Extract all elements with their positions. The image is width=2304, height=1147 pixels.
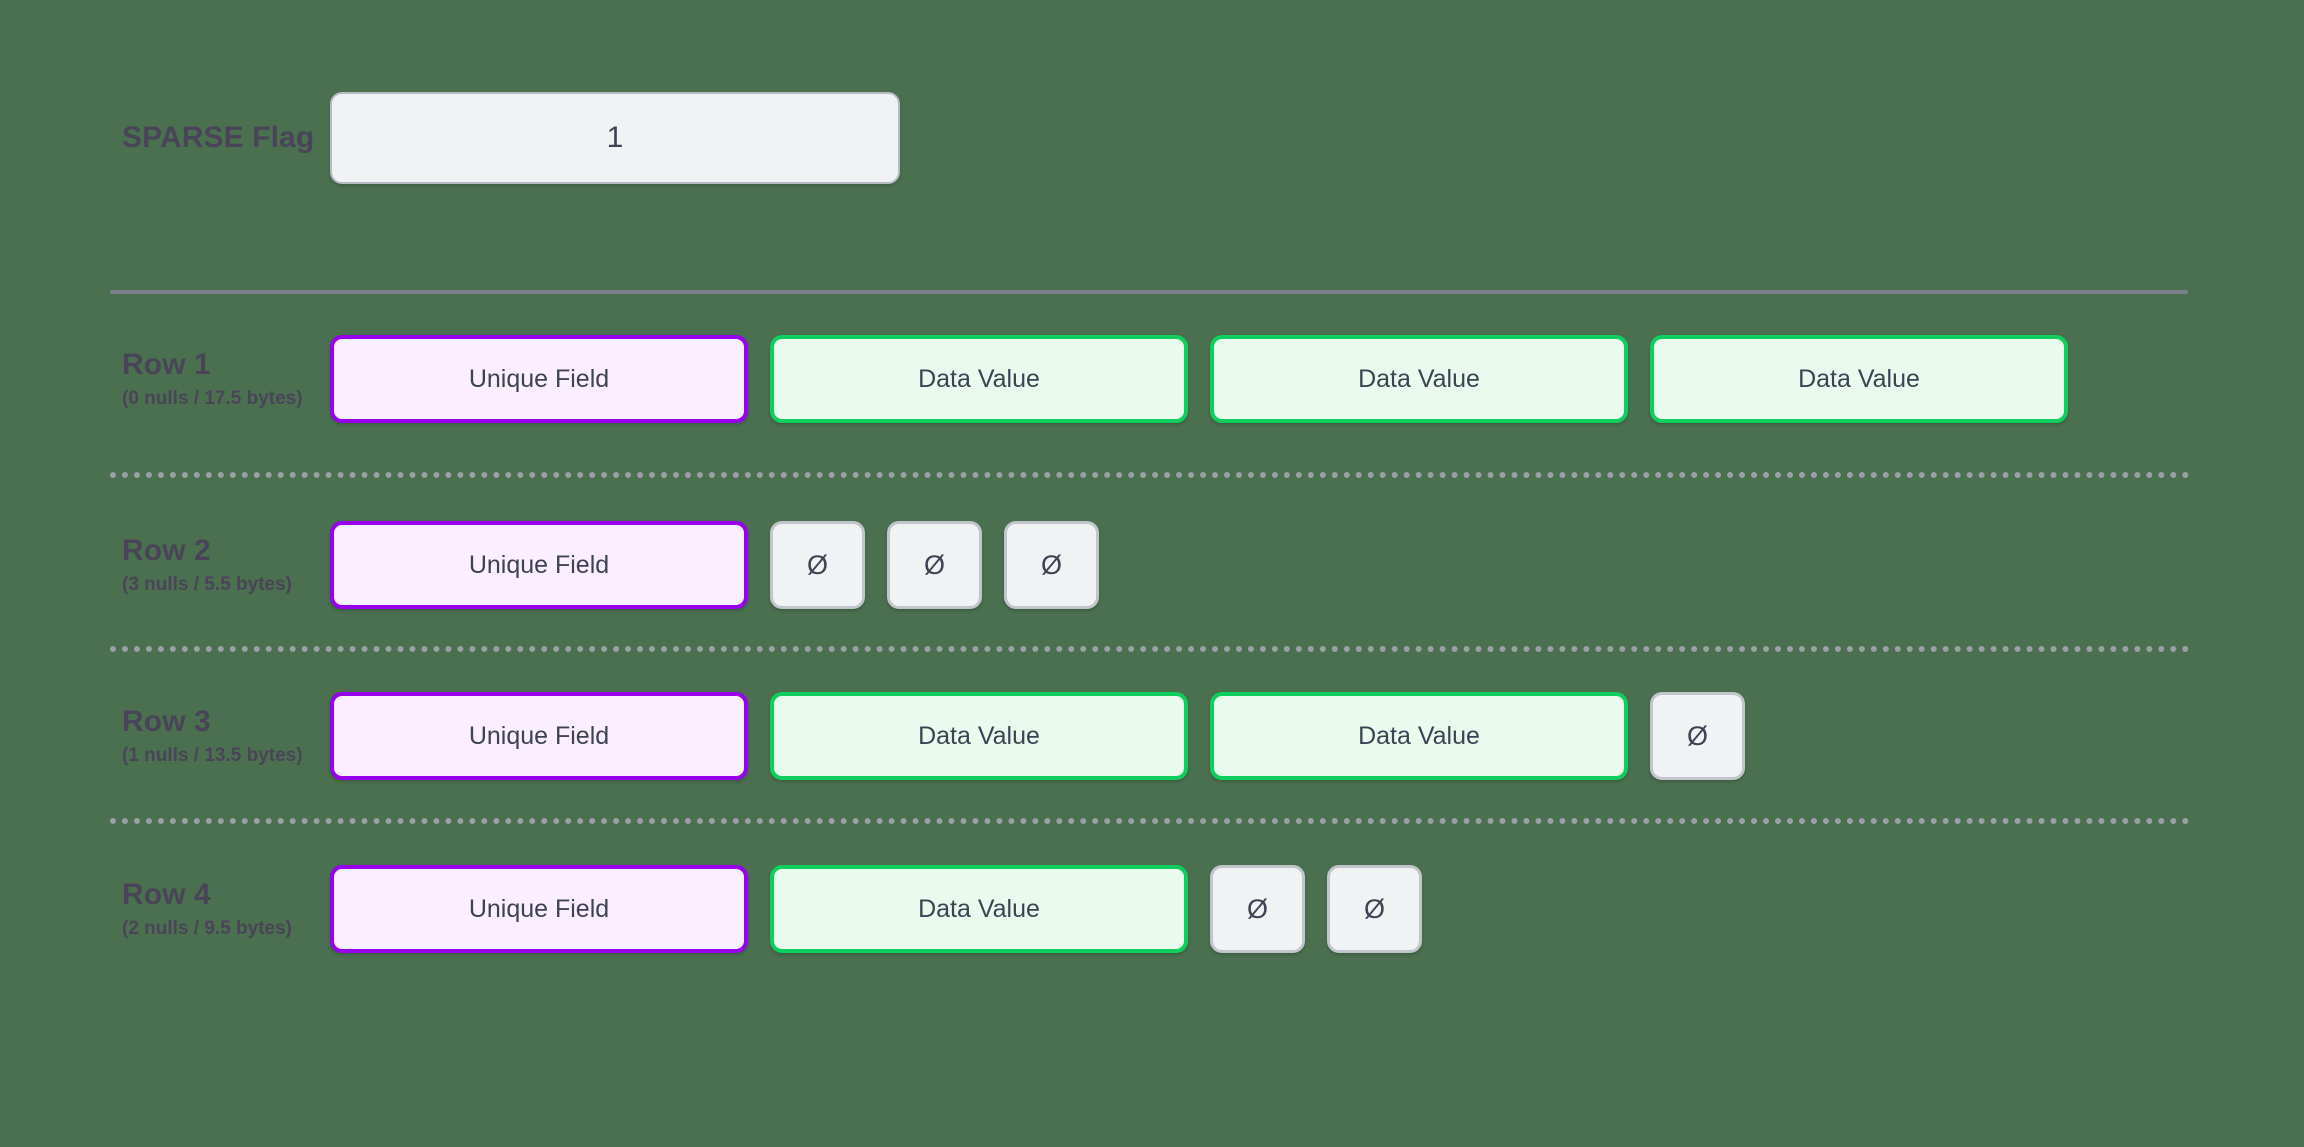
sparse-flag-label-column: SPARSE Flag	[0, 122, 330, 154]
row-4: Row 4 (2 nulls / 9.5 bytes) Unique Field…	[0, 863, 2304, 955]
row-3-label-column: Row 3 (1 nulls / 13.5 bytes)	[0, 706, 330, 765]
row-2-null-cell-3[interactable]: Ø	[1004, 521, 1099, 609]
row-2-label-column: Row 2 (3 nulls / 5.5 bytes)	[0, 535, 330, 594]
row-3-unique-field-cell[interactable]: Unique Field	[330, 692, 748, 780]
row-1-cells: Unique Field Data Value Data Value Data …	[330, 335, 2068, 423]
row-3-cell-0-text: Unique Field	[468, 721, 610, 750]
sparse-flag-label: SPARSE Flag	[122, 121, 315, 155]
row-separator-1	[110, 472, 2190, 478]
sparse-flag-value-cell[interactable]: 1	[330, 92, 900, 184]
null-icon: Ø	[1246, 893, 1268, 924]
row-2-cell-0-text: Unique Field	[468, 550, 610, 579]
row-4-data-value-cell-1[interactable]: Data Value	[770, 865, 1188, 953]
row-1: Row 1 (0 nulls / 17.5 bytes) Unique Fiel…	[0, 333, 2304, 425]
row-1-data-value-cell-1[interactable]: Data Value	[770, 335, 1188, 423]
row-4-label-column: Row 4 (2 nulls / 9.5 bytes)	[0, 879, 330, 938]
row-4-null-cell-1[interactable]: Ø	[1210, 865, 1305, 953]
row-1-data-value-cell-2[interactable]: Data Value	[1210, 335, 1628, 423]
row-2-label: Row 2	[122, 534, 211, 568]
row-3-null-cell-1[interactable]: Ø	[1650, 692, 1745, 780]
row-separator-3	[110, 818, 2190, 824]
row-3-cells: Unique Field Data Value Data Value Ø	[330, 692, 1745, 780]
sparse-flag-row: SPARSE Flag 1	[0, 92, 2304, 184]
row-4-cells: Unique Field Data Value Ø Ø	[330, 865, 1422, 953]
sparse-flag-cells: 1	[330, 92, 900, 184]
row-2-null-cell-1[interactable]: Ø	[770, 521, 865, 609]
row-3-data-value-cell-2[interactable]: Data Value	[1210, 692, 1628, 780]
row-3-label: Row 3	[122, 705, 211, 739]
row-1-cell-3-text: Data Value	[1798, 364, 1920, 393]
row-separator-2	[110, 646, 2190, 652]
row-3-cell-2-text: Data Value	[1358, 721, 1480, 750]
row-1-sublabel: (0 nulls / 17.5 bytes)	[122, 387, 303, 409]
row-3: Row 3 (1 nulls / 13.5 bytes) Unique Fiel…	[0, 690, 2304, 782]
row-4-unique-field-cell[interactable]: Unique Field	[330, 865, 748, 953]
row-1-label: Row 1	[122, 348, 211, 382]
header-divider	[110, 290, 2188, 294]
row-1-cell-1-text: Data Value	[918, 364, 1040, 393]
row-4-cell-1-text: Data Value	[918, 894, 1040, 923]
row-4-null-cell-2[interactable]: Ø	[1327, 865, 1422, 953]
row-1-cell-2-text: Data Value	[1358, 364, 1480, 393]
row-2-null-cell-2[interactable]: Ø	[887, 521, 982, 609]
row-1-label-column: Row 1 (0 nulls / 17.5 bytes)	[0, 349, 330, 408]
row-2-cells: Unique Field Ø Ø Ø	[330, 521, 1099, 609]
row-3-cell-1-text: Data Value	[918, 721, 1040, 750]
row-2-sublabel: (3 nulls / 5.5 bytes)	[122, 573, 292, 595]
sparse-flag-value: 1	[606, 121, 624, 154]
row-2-unique-field-cell[interactable]: Unique Field	[330, 521, 748, 609]
row-3-data-value-cell-1[interactable]: Data Value	[770, 692, 1188, 780]
null-icon: Ø	[923, 549, 945, 580]
row-1-unique-field-cell[interactable]: Unique Field	[330, 335, 748, 423]
row-1-data-value-cell-3[interactable]: Data Value	[1650, 335, 2068, 423]
row-4-cell-0-text: Unique Field	[468, 894, 610, 923]
null-icon: Ø	[1686, 720, 1708, 751]
row-4-sublabel: (2 nulls / 9.5 bytes)	[122, 917, 292, 939]
null-icon: Ø	[806, 549, 828, 580]
row-1-cell-0-text: Unique Field	[468, 364, 610, 393]
null-icon: Ø	[1040, 549, 1062, 580]
row-2: Row 2 (3 nulls / 5.5 bytes) Unique Field…	[0, 519, 2304, 611]
null-icon: Ø	[1363, 893, 1385, 924]
row-4-label: Row 4	[122, 878, 211, 912]
row-3-sublabel: (1 nulls / 13.5 bytes)	[122, 744, 303, 766]
